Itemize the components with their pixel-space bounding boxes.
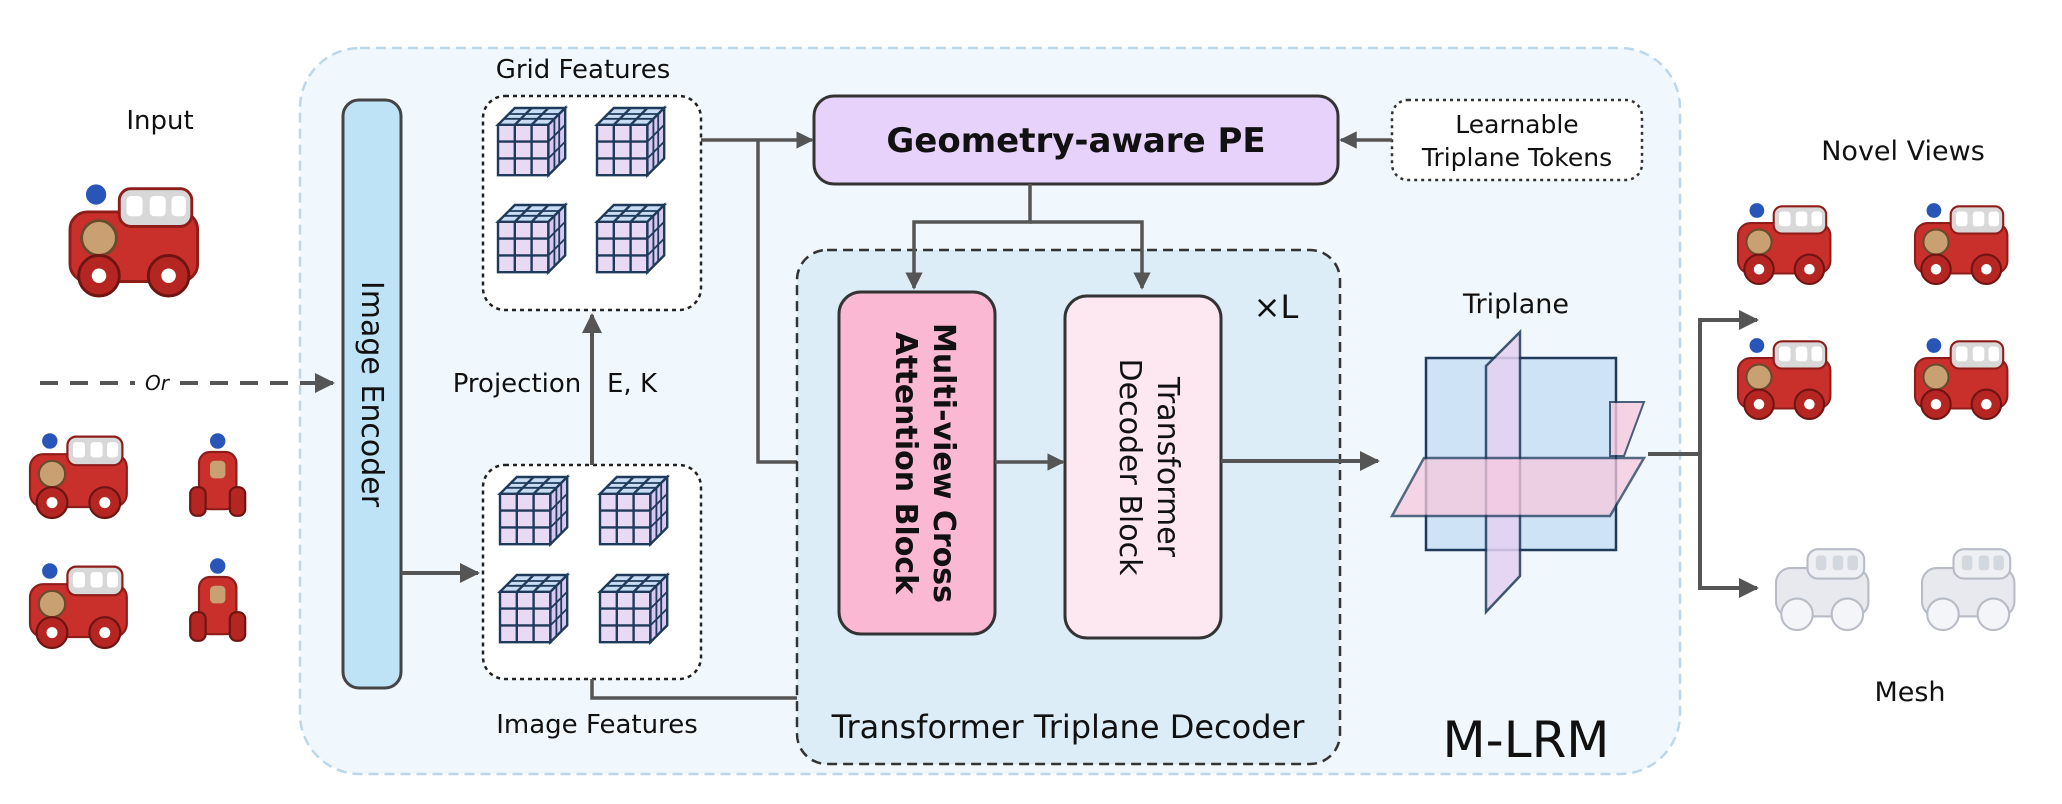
image-feature-cube-2 xyxy=(598,475,669,546)
triplane-graphic xyxy=(1389,328,1647,616)
image-feature-cube-1 xyxy=(498,475,569,546)
multi-view-toy-2 xyxy=(189,432,247,517)
grid-feature-cube-3 xyxy=(496,203,567,274)
decoder-line1: Transformer xyxy=(1150,376,1185,558)
mesh-view-1 xyxy=(1774,548,1870,632)
learnable-tokens-line2: Triplane Tokens xyxy=(1421,143,1612,172)
image-encoder-block xyxy=(341,98,403,690)
projection-label: Projection xyxy=(453,369,582,399)
times-l-label: ×L xyxy=(1254,288,1299,326)
grid-feature-cube-2 xyxy=(595,106,666,177)
learnable-tokens-line1: Learnable xyxy=(1455,110,1578,139)
image-features-label: Image Features xyxy=(496,710,698,740)
mesh-view-2 xyxy=(1920,548,2016,632)
novel-views-label: Novel Views xyxy=(1821,136,1985,167)
or-label: Or xyxy=(145,371,171,395)
mesh-label: Mesh xyxy=(1874,677,1945,708)
novel-view-toy-2 xyxy=(1913,202,2009,286)
grid-features-label: Grid Features xyxy=(496,55,671,85)
mesh-branch-connector xyxy=(1698,454,1759,598)
pe-to-decoder-connector xyxy=(1030,220,1151,290)
grid-feature-cube-1 xyxy=(496,106,567,177)
image-feature-cube-3 xyxy=(498,573,569,644)
grid-feature-cube-4 xyxy=(595,203,666,274)
image-encoder-label: Image Encoder xyxy=(354,281,389,508)
novel-view-toy-3 xyxy=(1736,337,1832,421)
geometry-aware-pe-label: Geometry-aware PE xyxy=(886,121,1265,161)
model-name-label: M-LRM xyxy=(1443,711,1610,769)
multi-view-toy-1 xyxy=(28,432,128,520)
cross-attention-line1: Multi-view Cross xyxy=(926,323,961,603)
input-label: Input xyxy=(126,106,193,136)
transformer-decoder-block xyxy=(1063,294,1223,640)
output-branch-connector xyxy=(1648,310,1759,456)
triplane-label: Triplane xyxy=(1462,289,1569,320)
novel-view-toy-4 xyxy=(1913,337,2009,421)
input-toy-image xyxy=(68,182,200,298)
image-feature-cube-4 xyxy=(598,573,669,644)
ek-label: E, K xyxy=(607,369,658,399)
transformer-triplane-decoder-label: Transformer Triplane Decoder xyxy=(831,708,1306,746)
multi-view-toy-4 xyxy=(189,557,247,642)
pe-split-connector xyxy=(905,184,1032,290)
novel-view-toy-1 xyxy=(1736,202,1832,286)
decoder-line2: Decoder Block xyxy=(1112,359,1147,577)
cross-attention-line2: Attention Block xyxy=(888,332,923,595)
multi-view-toy-3 xyxy=(28,562,128,650)
geometry-aware-pe-block xyxy=(812,94,1340,186)
